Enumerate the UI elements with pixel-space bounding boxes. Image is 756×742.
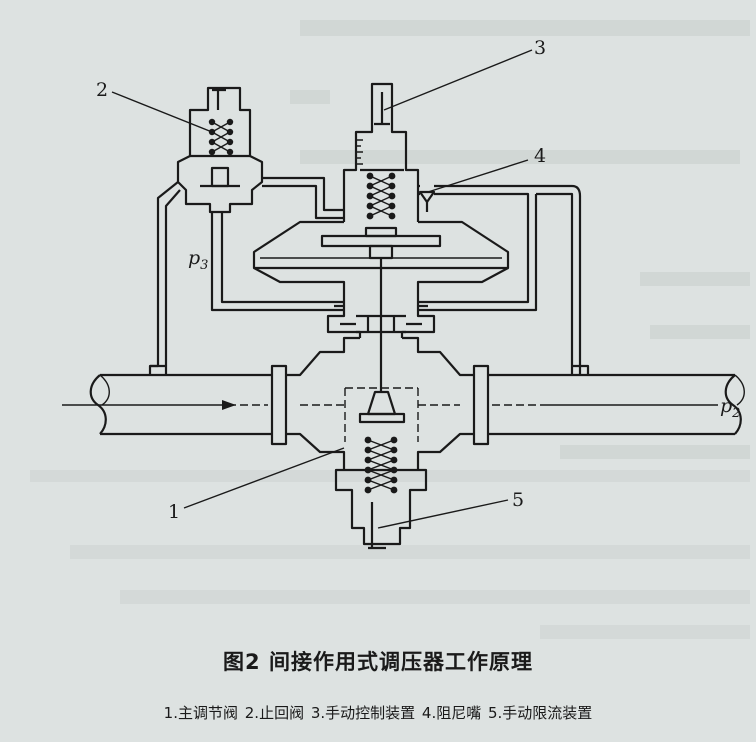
label-p2: p2 xyxy=(720,395,740,421)
label-flow-limiter-num: 5 xyxy=(512,489,524,511)
main-valve-body xyxy=(286,336,474,470)
manual-control-device xyxy=(342,82,420,222)
label-p3: p3 xyxy=(188,247,208,273)
figure-legend: 1.主调节阀 2.止回阀 3.手动控制装置 4.阻尼嘴 5.手动限流装置 xyxy=(163,704,593,722)
label-1-check-valve-num: 2 xyxy=(96,79,108,101)
label-damping-nozzle-num: 4 xyxy=(534,145,546,167)
manual-flow-limiter xyxy=(334,436,428,550)
impulse-lines xyxy=(148,176,590,375)
background-text-lines xyxy=(30,20,750,639)
damping-nozzle xyxy=(418,190,436,212)
leader-lines xyxy=(111,49,533,529)
main-pipe xyxy=(62,364,745,446)
callout-labels: 2 3 4 1 5 p3 p2 xyxy=(96,37,740,523)
figure-title: 图2 间接作用式调压器工作原理 xyxy=(223,650,533,674)
label-main-valve-num: 1 xyxy=(168,501,180,523)
label-manual-control-num: 3 xyxy=(534,37,546,59)
diaphragm-actuator xyxy=(252,220,510,306)
check-valve xyxy=(176,86,264,214)
